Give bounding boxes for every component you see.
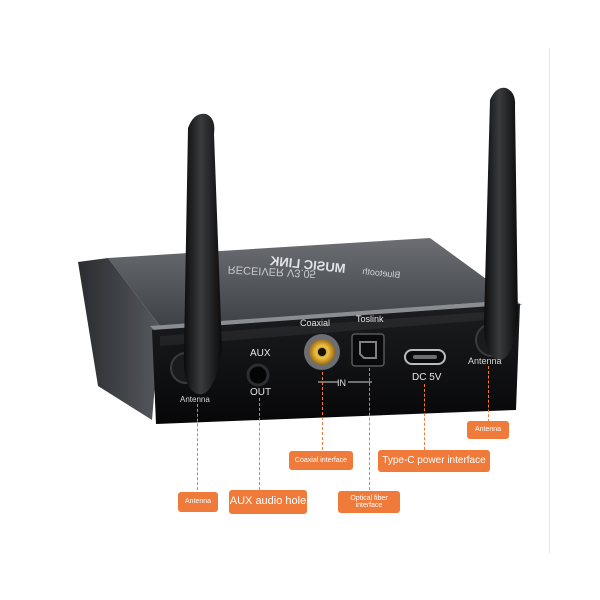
leader-coaxial (322, 372, 323, 450)
callout-optical: Optical fiber interface (338, 491, 400, 513)
callout-aux-hole: AUX audio hole (229, 490, 307, 514)
device-left-side (78, 258, 160, 420)
toslink-port (351, 333, 385, 367)
antenna-right-shaft (484, 87, 518, 361)
label-toslink: Toslink (356, 314, 384, 324)
label-dc5v: DC 5V (412, 372, 442, 383)
callout-antenna-left: Antenna (178, 492, 218, 512)
callout-antenna-right: Antenna (467, 421, 509, 439)
callout-typec: Type-C power interface (378, 450, 490, 472)
device-front-panel (152, 304, 520, 424)
leader-optical (369, 368, 370, 490)
label-aux: AUX (250, 348, 271, 359)
page-edge-line (549, 48, 550, 553)
leader-typec (424, 384, 425, 450)
receiver-text: RECEIVER V3.05 (228, 263, 317, 280)
label-in: IN (337, 378, 346, 388)
antenna-left-shaft (183, 113, 222, 395)
label-coaxial: Coaxial (300, 318, 330, 328)
callout-coaxial: Coaxial interface (289, 451, 353, 470)
bluetooth-text: Bluetooth (362, 266, 401, 280)
leader-antenna-left (197, 404, 198, 490)
label-antenna-left: Antenna (180, 395, 210, 404)
label-out: OUT (250, 387, 271, 398)
leader-aux (259, 398, 260, 490)
label-antenna-right: Antenna (468, 356, 502, 366)
aux-jack (246, 363, 270, 387)
leader-antenna-right (488, 366, 489, 422)
